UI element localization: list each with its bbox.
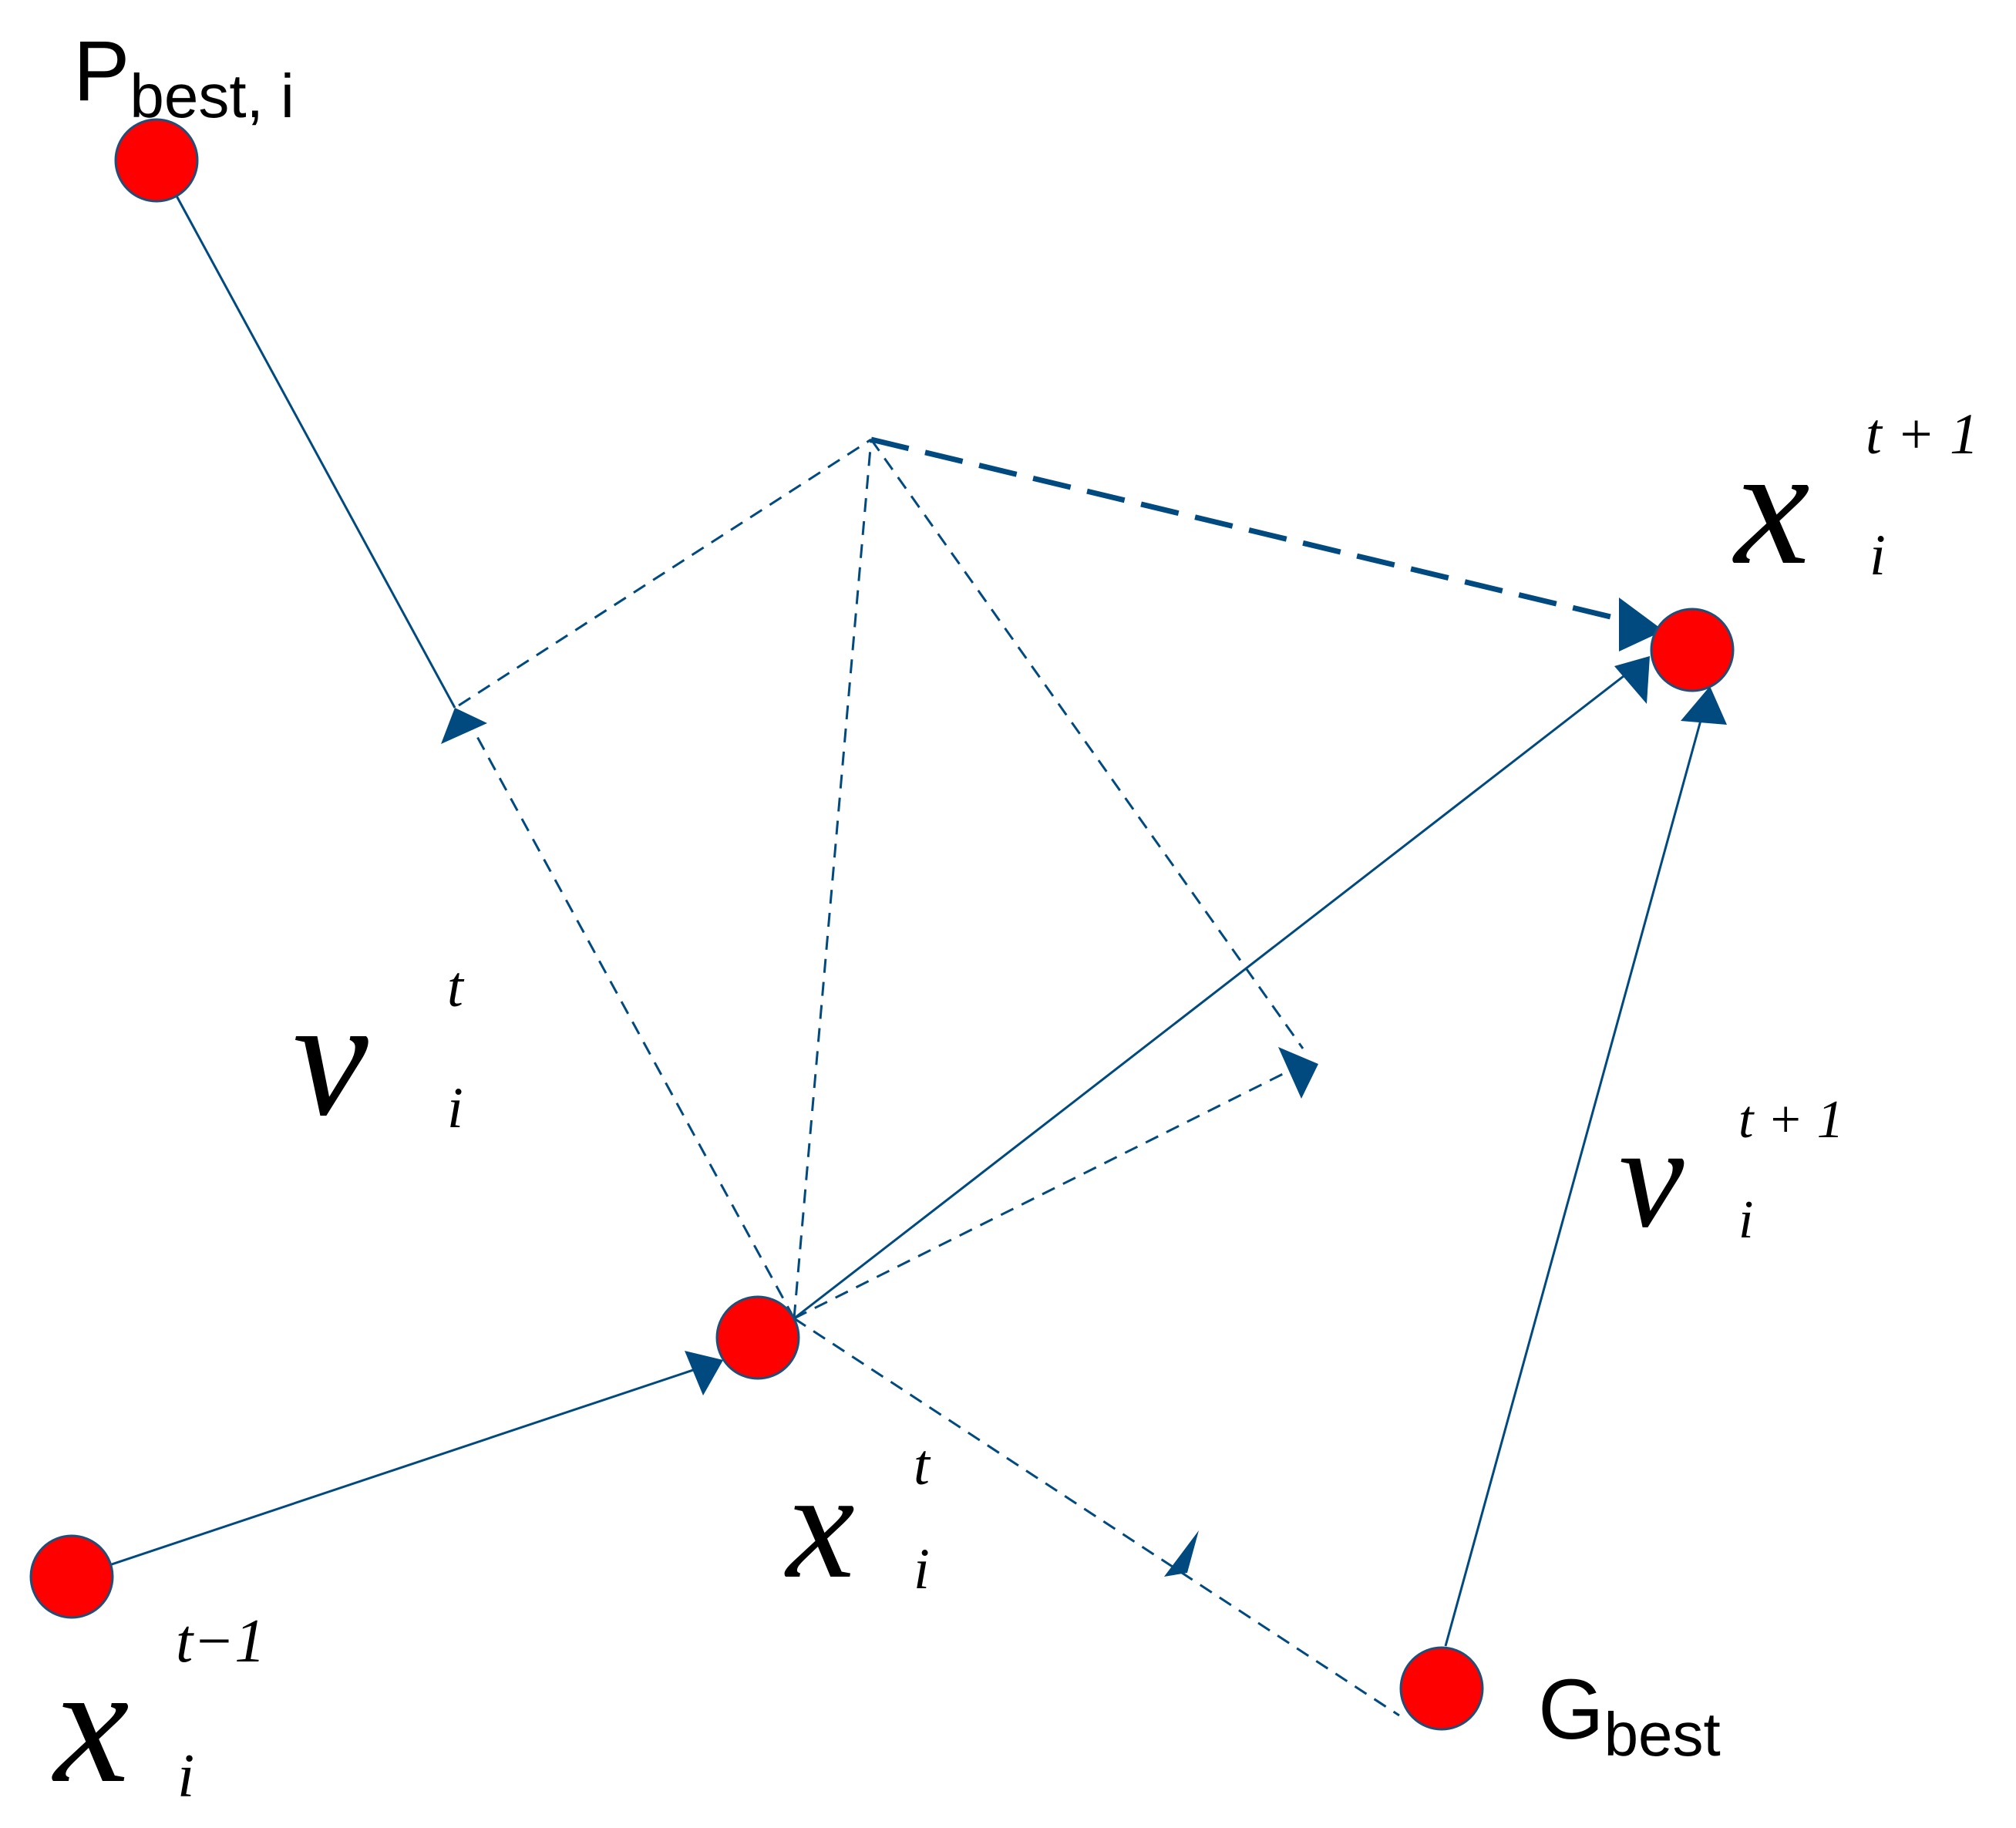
apex-to-inertia-dashed bbox=[870, 439, 1304, 1049]
pbest-to-personal-component-line bbox=[157, 161, 456, 709]
x-curr-to-x-next-arrowhead bbox=[1614, 656, 1650, 704]
x-curr-to-inertia-dashed bbox=[793, 1070, 1288, 1320]
v-curr-label-main: v bbox=[293, 963, 369, 1151]
gbest-node bbox=[1399, 1646, 1484, 1731]
v-curr-label-sub: i bbox=[447, 1076, 463, 1140]
x-prev-to-x-curr-edge bbox=[74, 1363, 710, 1578]
pbest-label-main: P bbox=[73, 24, 130, 119]
x-next-label-sup: t + 1 bbox=[1866, 402, 1978, 466]
personal-component-arrowhead bbox=[441, 708, 487, 744]
x-curr-to-gbest-dashed bbox=[793, 1317, 1400, 1717]
x-curr-label-main: x bbox=[784, 1440, 855, 1611]
x-prev-label-sup: t−1 bbox=[176, 1607, 265, 1675]
apex-to-x-next-arrowhead bbox=[1619, 598, 1664, 651]
x-curr-to-x-next-edge bbox=[793, 669, 1631, 1320]
personal-component-to-apex-dashed bbox=[458, 438, 872, 707]
x-next-label-sub: i bbox=[1870, 523, 1886, 587]
x-prev-to-x-curr-arrowhead bbox=[685, 1351, 723, 1395]
x-curr-label-sup: t bbox=[914, 1433, 931, 1497]
inertia-arrowhead bbox=[1278, 1047, 1318, 1099]
v-next-label-sub: i bbox=[1738, 1190, 1753, 1250]
v-next-label-main: v bbox=[1619, 1096, 1684, 1258]
x-prev-node bbox=[29, 1534, 114, 1619]
pbest-label: Pbest, i bbox=[73, 24, 294, 130]
gbest-label-main: G bbox=[1538, 1662, 1604, 1757]
x-curr-node bbox=[715, 1295, 800, 1380]
x-prev-label-main: x bbox=[52, 1630, 130, 1818]
pbest-node bbox=[114, 118, 199, 203]
gbest-label: Gbest bbox=[1538, 1662, 1721, 1769]
gbest-to-x-next-edge bbox=[1444, 709, 1705, 1647]
edges bbox=[74, 161, 1727, 1717]
nodes bbox=[29, 118, 1735, 1731]
labels: Pbest, i Gbest x t + 1 i v t i v t + 1 i… bbox=[52, 24, 1978, 1818]
social-component-arrowhead bbox=[1164, 1530, 1199, 1577]
x-curr-to-apex-dashed bbox=[793, 439, 873, 1319]
v-next-label-sup: t + 1 bbox=[1738, 1090, 1844, 1150]
x-next-node bbox=[1650, 608, 1735, 692]
x-curr-to-personal-component-dashed bbox=[465, 716, 796, 1319]
v-curr-label-sup: t bbox=[447, 955, 465, 1019]
x-next-label-main: x bbox=[1732, 412, 1810, 600]
apex-to-x-next-dashed bbox=[870, 436, 1627, 624]
x-curr-label-sub: i bbox=[914, 1537, 930, 1601]
gbest-label-sub: best bbox=[1604, 1700, 1721, 1769]
pbest-label-sub: best, i bbox=[130, 62, 294, 130]
x-prev-label-sub: i bbox=[177, 1742, 194, 1810]
gbest-to-x-next-arrowhead bbox=[1681, 686, 1727, 725]
